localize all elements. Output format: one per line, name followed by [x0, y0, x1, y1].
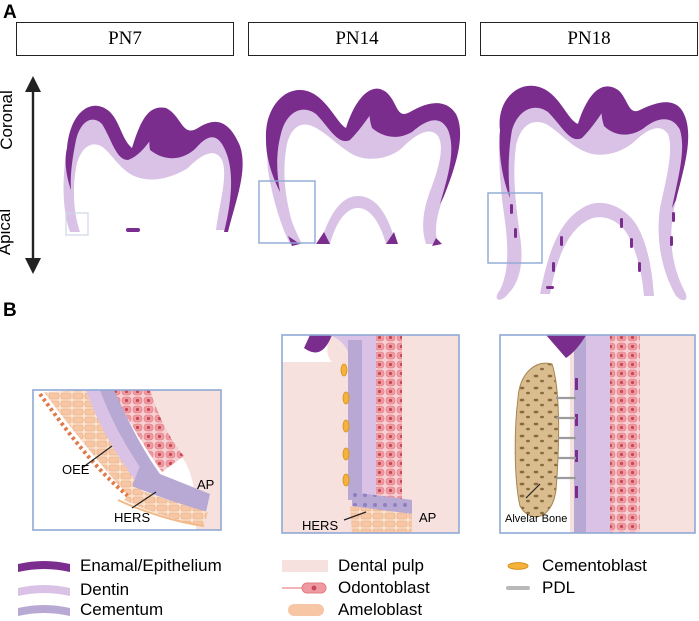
ameloblast-icon — [288, 604, 324, 616]
inset-pn14 — [281, 334, 460, 534]
hers-label-pn14: HERS — [302, 518, 339, 533]
legend-label: PDL — [542, 578, 576, 597]
cementoblast-icon — [507, 562, 529, 570]
arrow-down-icon — [25, 258, 41, 274]
ap-label: AP — [197, 477, 215, 492]
oee-label: OEE — [62, 462, 90, 477]
alveolar-bone-label: Alvelar Bone — [505, 513, 568, 525]
tooth-pn18 — [487, 85, 689, 301]
legend-item-pdl: PDL — [504, 578, 575, 598]
odontoblast-icon — [282, 582, 327, 594]
legend-item-ameloblast: Ameloblast — [282, 600, 422, 620]
legend-label: Odontoblast — [338, 578, 430, 597]
stage-header-pn14: PN14 — [248, 22, 466, 56]
arrow-up-icon — [25, 76, 41, 92]
dentin-swatch-icon — [18, 585, 70, 596]
panel-a-label: A — [3, 2, 17, 23]
legend-label: Enamal/Epithelium — [80, 556, 222, 575]
tooth-pn14 — [258, 88, 461, 246]
legend-label: Cementoblast — [542, 556, 647, 575]
inset-pn7 — [32, 389, 222, 531]
stage-header-pn7: PN7 — [16, 22, 234, 56]
stage-header-pn18: PN18 — [480, 22, 698, 56]
legend-item-enamel: Enamal/Epithelium — [18, 556, 222, 576]
tooth-pn7 — [63, 105, 243, 236]
panel-b-label: B — [3, 300, 17, 321]
legend-label: Cementum — [80, 600, 164, 619]
hers-label: HERS — [114, 510, 151, 525]
legend-item-cementoblast: Cementoblast — [504, 556, 647, 576]
pdl-icon — [506, 586, 530, 590]
cementum-swatch-icon — [18, 605, 70, 616]
legend-label: Dentin — [80, 580, 130, 599]
legend-item-cementum: Cementum — [18, 600, 163, 620]
legend-item-dentin: Dentin — [18, 580, 129, 600]
ap-label-pn14: AP — [419, 510, 437, 525]
legend-label: Ameloblast — [338, 600, 423, 619]
legend-item-odontoblast: Odontoblast — [282, 578, 430, 598]
legend-label: Dental pulp — [338, 556, 425, 575]
enamel-swatch-icon — [18, 561, 70, 572]
legend-item-pulp: Dental pulp — [282, 556, 424, 576]
pulp-swatch-icon — [282, 560, 328, 572]
inset-pn18 — [499, 334, 696, 534]
